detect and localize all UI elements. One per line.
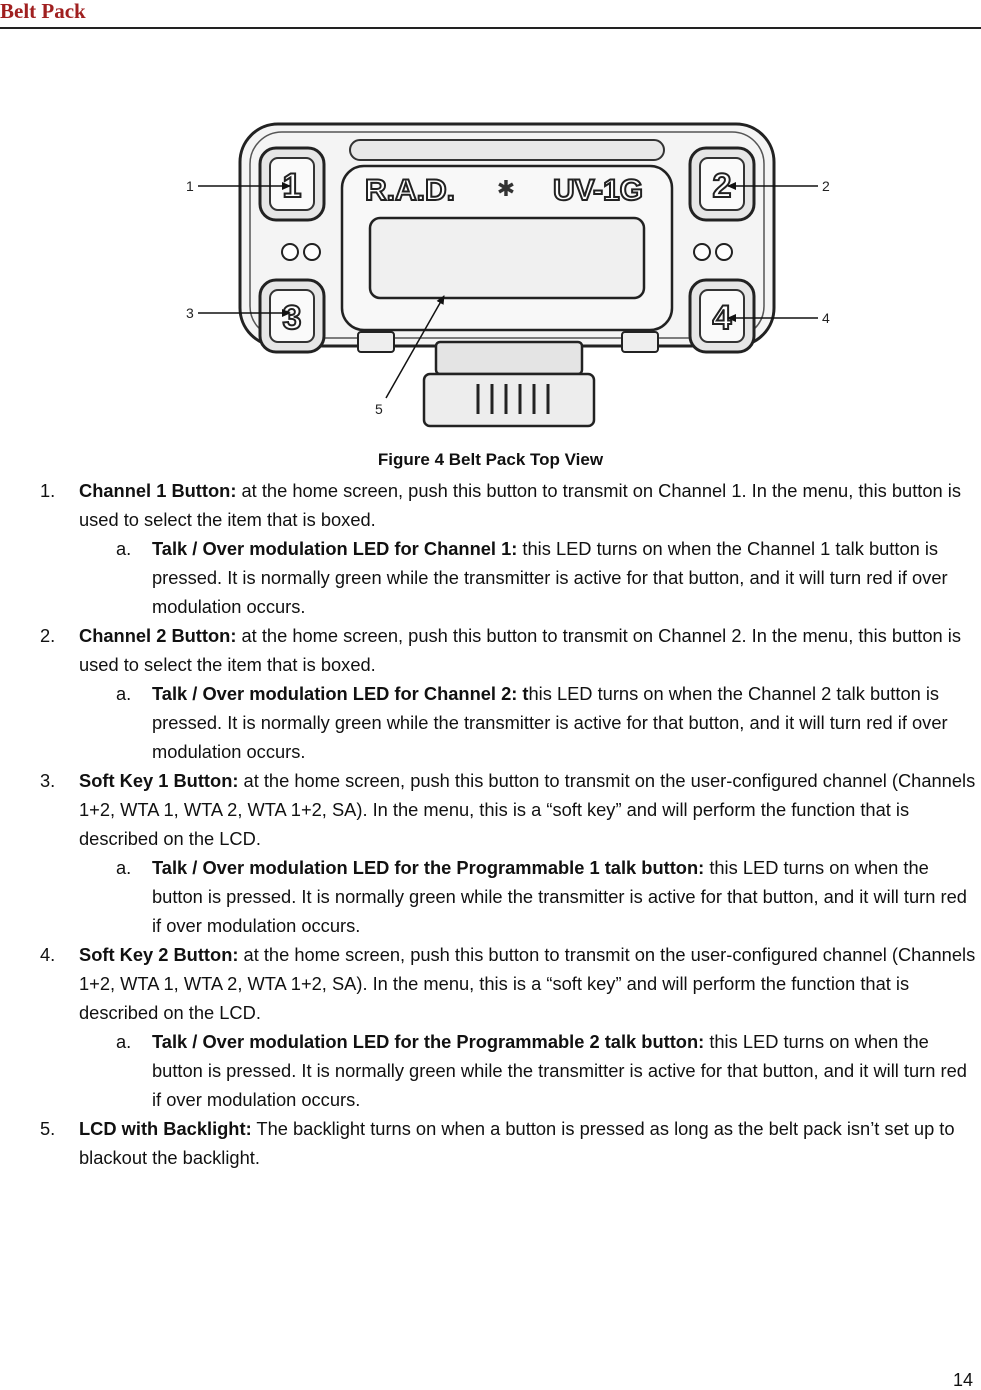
item-text: Soft Key 1 Button: at the home screen, p… bbox=[79, 766, 977, 853]
item-text: Channel 1 Button: at the home screen, pu… bbox=[79, 476, 977, 534]
button-3: 3 bbox=[258, 278, 326, 354]
item-description: at the home screen, push this button to … bbox=[79, 480, 961, 530]
belt-clip bbox=[422, 340, 596, 428]
item-number: 4. bbox=[40, 944, 56, 965]
led-channel-2 bbox=[693, 243, 711, 261]
item-description: The backlight turns on when a button is … bbox=[79, 1118, 955, 1168]
item-text: Soft Key 2 Button: at the home screen, p… bbox=[79, 940, 977, 1027]
belt-pack-top-view-image: R.A.D. ✱ UV-1G 1 2 3 4 bbox=[186, 122, 830, 428]
svg-text:4: 4 bbox=[713, 299, 732, 337]
button-description-list: 1. Channel 1 Button: at the home screen,… bbox=[0, 476, 981, 1172]
sub-item: a. Talk / Over modulation LED for Channe… bbox=[0, 534, 981, 621]
item-text: LCD with Backlight: The backlight turns … bbox=[79, 1114, 977, 1172]
callout-label-3: 3 bbox=[186, 305, 194, 321]
sub-item-text: Talk / Over modulation LED for the Progr… bbox=[152, 853, 979, 940]
brand-logo-right: UV-1G bbox=[553, 174, 643, 207]
sub-item-term: Talk / Over modulation LED for the Progr… bbox=[152, 1031, 705, 1052]
sub-item: a. Talk / Over modulation LED for the Pr… bbox=[0, 853, 981, 940]
sub-item-letter: a. bbox=[116, 857, 132, 878]
sub-item-text: Talk / Over modulation LED for the Progr… bbox=[152, 1027, 979, 1114]
page-number: 14 bbox=[952, 1370, 973, 1390]
sub-item-letter: a. bbox=[116, 1031, 132, 1052]
sub-item-text: Talk / Over modulation LED for Channel 2… bbox=[152, 679, 979, 766]
list-item: 5. LCD with Backlight: The backlight tur… bbox=[0, 1114, 981, 1172]
item-term: Soft Key 2 Button: bbox=[79, 944, 239, 965]
list-item: 2. Channel 2 Button: at the home screen,… bbox=[0, 621, 981, 766]
callout-label-5: 5 bbox=[375, 401, 383, 417]
item-description: at the home screen, push this button to … bbox=[79, 944, 976, 1023]
brand-logo-left: R.A.D. bbox=[365, 174, 455, 207]
star-logo-icon: ✱ bbox=[497, 176, 515, 201]
sub-item-term: Talk / Over modulation LED for the Progr… bbox=[152, 857, 705, 878]
sub-item-description: this LED turns on when the button is pre… bbox=[152, 1031, 967, 1110]
section-title: Belt Pack bbox=[0, 0, 86, 23]
callout-label-1: 1 bbox=[186, 178, 194, 194]
led-soft-key-2 bbox=[715, 243, 733, 261]
list-item: 4. Soft Key 2 Button: at the home screen… bbox=[0, 940, 981, 1114]
svg-text:1: 1 bbox=[283, 167, 302, 205]
item-number: 3. bbox=[40, 770, 56, 791]
item-number: 5. bbox=[40, 1118, 56, 1139]
lcd-screen bbox=[368, 216, 646, 300]
svg-text:3: 3 bbox=[283, 299, 302, 337]
page-header: Belt Pack bbox=[0, 0, 981, 29]
item-text: Channel 2 Button: at the home screen, pu… bbox=[79, 621, 977, 679]
button-4: 4 bbox=[688, 278, 756, 354]
button-1: 1 bbox=[258, 146, 326, 222]
sub-item-description: this LED turns on when the Channel 1 tal… bbox=[152, 538, 948, 617]
sub-item-description: this LED turns on when the button is pre… bbox=[152, 857, 967, 936]
item-description: at the home screen, push this button to … bbox=[79, 770, 976, 849]
item-number: 2. bbox=[40, 625, 56, 646]
callout-label-2: 2 bbox=[822, 178, 830, 194]
item-term: Channel 2 Button: bbox=[79, 625, 237, 646]
sub-item-letter: a. bbox=[116, 683, 132, 704]
list-item: 1. Channel 1 Button: at the home screen,… bbox=[0, 476, 981, 621]
item-number: 1. bbox=[40, 480, 56, 501]
led-channel-1 bbox=[281, 243, 299, 261]
list-item: 3. Soft Key 1 Button: at the home screen… bbox=[0, 766, 981, 940]
callout-label-4: 4 bbox=[822, 310, 830, 326]
button-2: 2 bbox=[688, 146, 756, 222]
item-term: Channel 1 Button: bbox=[79, 480, 237, 501]
sub-item: a. Talk / Over modulation LED for Channe… bbox=[0, 679, 981, 766]
sub-item-text: Talk / Over modulation LED for Channel 1… bbox=[152, 534, 979, 621]
sub-item-letter: a. bbox=[116, 538, 132, 559]
sub-item-term: Talk / Over modulation LED for Channel 1… bbox=[152, 538, 518, 559]
sub-item: a. Talk / Over modulation LED for the Pr… bbox=[0, 1027, 981, 1114]
belt-pack-figure: R.A.D. ✱ UV-1G 1 2 3 4 bbox=[178, 96, 838, 446]
item-term: Soft Key 1 Button: bbox=[79, 770, 239, 791]
svg-text:2: 2 bbox=[713, 167, 732, 205]
led-soft-key-1 bbox=[303, 243, 321, 261]
figure-caption: Figure 4 Belt Pack Top View bbox=[377, 450, 604, 469]
sub-item-description: his LED turns on when the Channel 2 talk… bbox=[152, 683, 948, 762]
item-description: at the home screen, push this button to … bbox=[79, 625, 961, 675]
item-term: LCD with Backlight: bbox=[79, 1118, 252, 1139]
sub-item-term: Talk / Over modulation LED for Channel 2… bbox=[152, 683, 529, 704]
